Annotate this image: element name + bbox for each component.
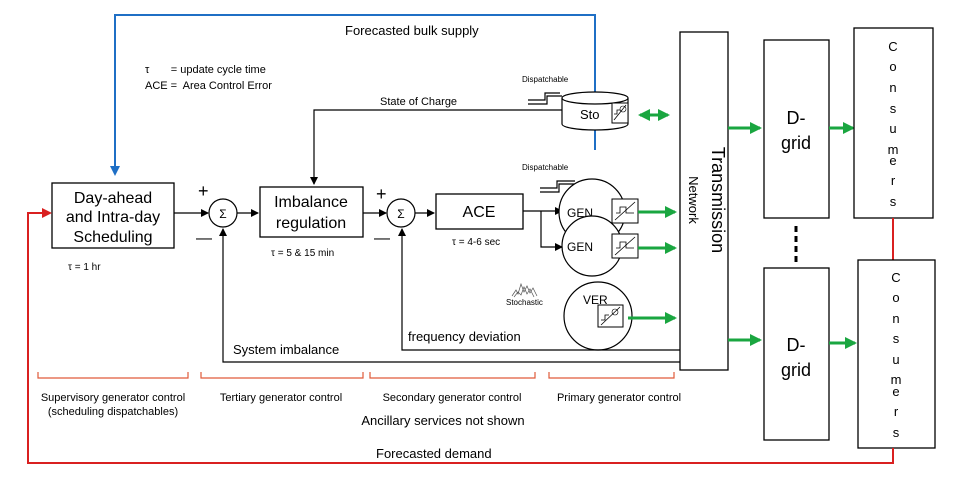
ace-label: ACE <box>463 204 496 221</box>
dgrid-block-1 <box>763 39 830 219</box>
dispatchable-label-2: Dispatchable <box>522 163 569 172</box>
bulk-supply-line <box>110 14 596 176</box>
scheduling-tau: τ = 1 hr <box>68 262 101 273</box>
svg-text:u: u <box>892 352 899 367</box>
gen2-label: GEN <box>567 240 593 254</box>
scheduling-line-3: Scheduling <box>73 229 152 246</box>
svg-text:r: r <box>894 404 899 419</box>
generator-2: GEN <box>561 215 639 277</box>
ace-block <box>435 193 524 230</box>
forecasted-demand-label: Forecasted demand <box>376 446 492 461</box>
supervisory-label-1: Supervisory generator control <box>41 392 185 404</box>
svg-text:n: n <box>889 80 896 95</box>
svg-text:u: u <box>889 121 896 136</box>
transmission-label: Transmission <box>708 147 728 253</box>
sum1-plus: + <box>198 181 209 201</box>
variable-energy-resource: VER <box>563 281 633 351</box>
ver-label: VER <box>583 293 608 307</box>
svg-text:s: s <box>890 194 897 209</box>
supervisory-label-2: (scheduling dispatchables) <box>48 406 178 418</box>
sum2-sigma: Σ <box>397 207 404 221</box>
tertiary-label: Tertiary generator control <box>220 392 342 404</box>
transmission-network-block <box>679 31 729 371</box>
dgrid-block-2 <box>763 267 830 441</box>
ace-tau: τ = 4-6 sec <box>452 237 500 248</box>
scheduling-block <box>51 182 175 249</box>
tau-note: τ = update cycle time <box>145 64 266 76</box>
ace-to-gen2-arrow <box>540 211 563 251</box>
scheduling-line-2: and Intra-day <box>66 209 160 226</box>
svg-text:m: m <box>888 142 899 157</box>
bulk-supply-label: Forecasted bulk supply <box>345 23 479 38</box>
svg-text:s: s <box>893 331 900 346</box>
storage-label: Sto <box>580 107 600 122</box>
frequency-deviation-label: frequency deviation <box>408 329 521 344</box>
dgrid2-line-1: D- <box>787 335 806 355</box>
svg-text:m: m <box>891 372 902 387</box>
imbalance-line-1: Imbalance <box>274 194 348 211</box>
dgrid1-line-2: grid <box>781 133 811 153</box>
svg-text:C: C <box>888 39 897 54</box>
dispatchable-curve-2 <box>540 180 577 193</box>
consumers-block-1 <box>853 27 934 219</box>
svg-text:e: e <box>889 153 896 168</box>
svg-text:C: C <box>891 270 900 285</box>
sum1-sigma: Σ <box>219 207 226 221</box>
frequency-deviation-line <box>398 228 680 351</box>
dgrid1-line-1: D- <box>787 108 806 128</box>
forecasted-demand-line <box>27 208 894 464</box>
sum2-minus: — <box>374 230 390 247</box>
svg-text:s: s <box>890 101 897 116</box>
ancillary-note: Ancillary services not shown <box>361 413 524 428</box>
sum2-plus: + <box>376 184 387 204</box>
ace-note: ACE = Area Control Error <box>145 80 272 92</box>
tertiary-bracket <box>200 372 364 379</box>
state-of-charge-label: State of Charge <box>380 96 457 108</box>
imbalance-regulation-block <box>259 186 364 238</box>
system-imbalance-label: System imbalance <box>233 342 339 357</box>
svg-text:s: s <box>893 425 900 440</box>
svg-text:n: n <box>892 311 899 326</box>
dgrid2-line-2: grid <box>781 360 811 380</box>
storage-unit: Sto <box>561 91 629 131</box>
svg-text:o: o <box>892 290 899 305</box>
secondary-label: Secondary generator control <box>383 392 522 404</box>
state-of-charge-line <box>310 109 562 185</box>
system-imbalance-line <box>219 228 680 363</box>
imbalance-line-2: regulation <box>276 215 346 232</box>
stochastic-curve <box>511 282 538 298</box>
dispatchable-curve-1 <box>528 92 562 105</box>
dispatchable-label-1: Dispatchable <box>522 75 569 84</box>
primary-label: Primary generator control <box>557 392 681 404</box>
svg-text:e: e <box>892 384 899 399</box>
stochastic-label: Stochastic <box>506 298 543 307</box>
consumers2-label: C o n s u m e r s <box>891 270 902 440</box>
svg-text:r: r <box>891 173 896 188</box>
primary-bracket <box>548 372 675 379</box>
consumers-block-2 <box>857 259 936 449</box>
scheduling-line-1: Day-ahead <box>74 190 152 207</box>
network-label: Network <box>686 176 701 224</box>
svg-text:o: o <box>889 59 896 74</box>
imbalance-tau: τ = 5 & 15 min <box>271 248 334 259</box>
secondary-bracket <box>369 372 536 379</box>
supervisory-bracket <box>37 372 189 379</box>
consumers1-label: C o n s u m e r s <box>888 39 899 209</box>
sum1-minus: — <box>196 230 212 247</box>
